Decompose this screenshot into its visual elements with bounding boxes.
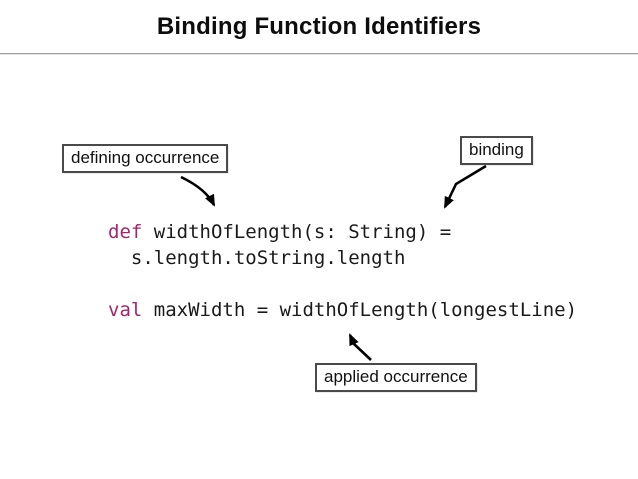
slide-title: Binding Function Identifiers (156, 13, 482, 40)
label-applied-occurrence: applied occurrence (315, 363, 477, 392)
keyword-def: def (108, 221, 143, 243)
arrow-applied-occurrence (348, 333, 372, 361)
code-block: def widthOfLength(s: String) = s.length.… (108, 219, 577, 323)
code-line-val-rest: maxWidth = widthOfLength(longestLine) (142, 299, 578, 321)
code-line-def: def widthOfLength(s: String) = (108, 219, 577, 245)
code-line-body: s.length.toString.length (108, 247, 406, 269)
arrow-binding (443, 164, 487, 209)
code-line-blank (108, 271, 577, 297)
code-line-val: val maxWidth = widthOfLength(longestLine… (108, 297, 577, 323)
code-line-def-rest: widthOfLength(s: String) = (142, 221, 452, 243)
arrow-defining-occurrence (180, 175, 216, 207)
label-binding: binding (460, 136, 533, 165)
label-defining-occurrence-text: defining occurrence (71, 148, 220, 167)
label-binding-text: binding (469, 140, 524, 159)
title-divider (0, 53, 638, 55)
label-defining-occurrence: defining occurrence (62, 144, 229, 173)
keyword-val: val (108, 299, 143, 321)
label-applied-occurrence-text: applied occurrence (324, 367, 468, 386)
